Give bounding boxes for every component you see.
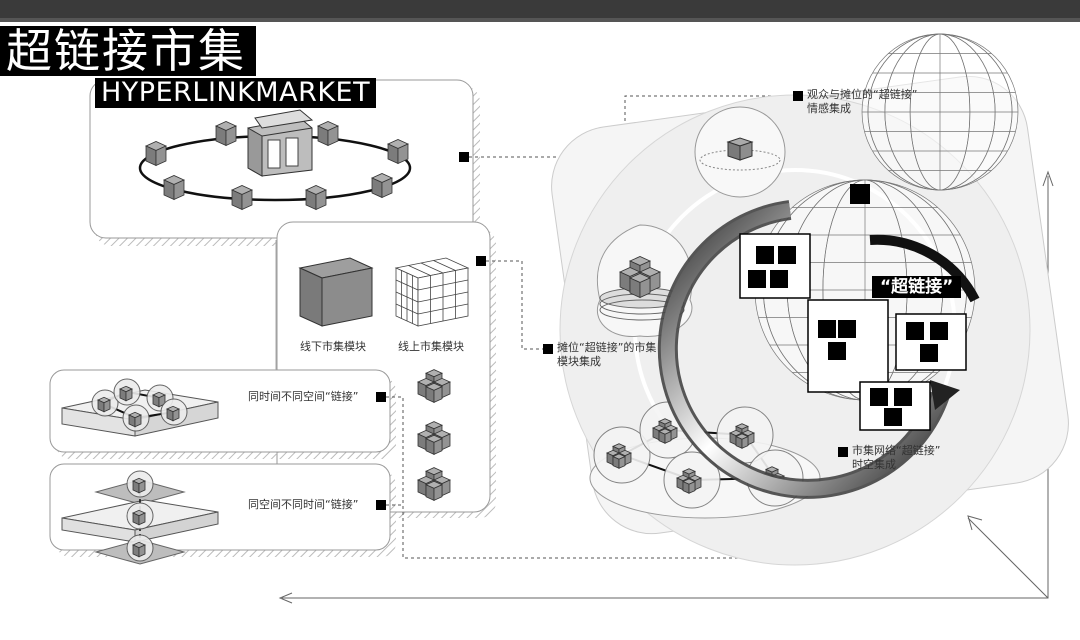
top-strip-edge (0, 18, 1080, 22)
ring-cube (387, 139, 409, 165)
offline-module-cube (298, 257, 374, 327)
globe-top-right (861, 33, 1019, 191)
sphere-cube (166, 405, 180, 422)
ring-cube (371, 173, 393, 199)
sphere-cube (119, 385, 133, 402)
ring-cubes (145, 121, 409, 211)
cube (425, 434, 443, 456)
hyperlink-center-label: “超链接” (872, 276, 962, 298)
title-english: HYPERLINKMARKET (95, 78, 377, 108)
offline-module-label: 线下市集模块 (300, 340, 366, 353)
ring-cube (317, 121, 339, 147)
cube (658, 428, 672, 444)
network-label-1: 市集网络“超链接” (852, 444, 941, 457)
card-top-left (739, 233, 811, 299)
cube (629, 273, 651, 299)
module-label-2: 模块集成 (557, 355, 601, 368)
same-space-label: 同空间不同时间“链接” (248, 498, 359, 511)
emotion-marker (793, 91, 803, 101)
cube (425, 480, 443, 502)
online-module-label: 线上市集模块 (398, 340, 464, 353)
emotion-label-1: 观众与摊位的“超链接” (807, 88, 918, 101)
panel-marker-4 (376, 500, 386, 510)
ring-cube (163, 175, 185, 201)
sphere-cube (132, 477, 146, 494)
online-module-cube (394, 257, 470, 327)
sphere-cube (132, 509, 146, 526)
card-center-left (807, 299, 889, 393)
ring-cube (231, 185, 253, 211)
panel-marker-2 (476, 256, 486, 266)
sphere-cube (97, 396, 111, 413)
same-time-label: 同时间不同空间“链接” (248, 390, 359, 403)
network-marker (838, 447, 848, 457)
title-chinese: 超链接市集 (0, 26, 256, 76)
cube (425, 382, 443, 404)
module-label-1: 摊位“超链接”的市集 (557, 341, 657, 354)
cube (612, 453, 626, 469)
sphere-cube (128, 411, 142, 428)
top-strip (0, 0, 1080, 22)
cube (682, 478, 696, 494)
sphere-cube (132, 541, 146, 558)
panel-marker-1 (459, 152, 469, 162)
panel-marker-3 (376, 392, 386, 402)
ring-cube (215, 121, 237, 147)
hyperlink-arrow-ring (657, 200, 980, 499)
black-marker-top (850, 184, 870, 204)
cube-stacks (417, 369, 451, 502)
card-bottom (859, 381, 931, 431)
ring-cube (305, 185, 327, 211)
central-building (247, 109, 314, 177)
card-center-right (895, 313, 967, 371)
ring-cube (145, 141, 167, 167)
module-marker (543, 344, 553, 354)
emotion-label-2: 情感集成 (807, 102, 851, 115)
cube (735, 433, 749, 449)
top-bubble (694, 106, 786, 198)
network-label-2: 时空集成 (852, 458, 896, 471)
